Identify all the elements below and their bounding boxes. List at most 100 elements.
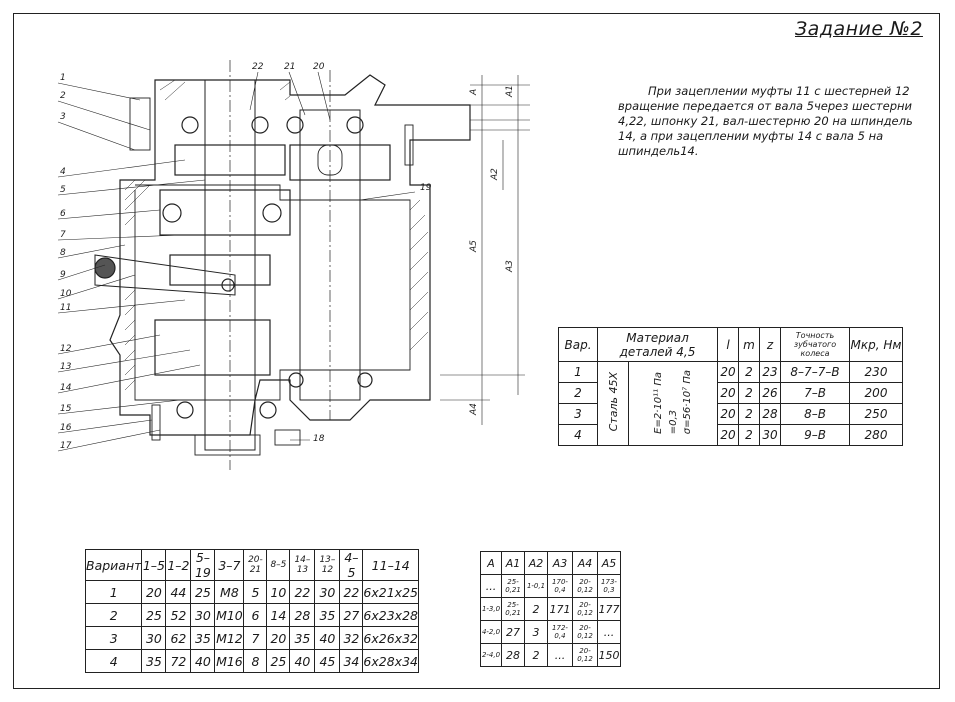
dim_table1-cell: М16 <box>214 649 245 673</box>
row3-z: 28 <box>759 403 781 425</box>
dim_table2-cell: 171 <box>547 597 573 621</box>
dim_table1-cell: 35 <box>141 649 167 673</box>
part-label-3: 3 <box>60 112 66 122</box>
dim_table1-cell: 20 <box>266 626 291 650</box>
part-label-5: 5 <box>60 185 66 195</box>
dim_table1-cell: 10 <box>266 580 291 604</box>
part-label-14: 14 <box>60 383 72 393</box>
material-props: Е=2·10¹¹ Па =0,3 σ=56·10⁷ Па <box>628 361 718 446</box>
dim_table1-cell: 8 <box>243 649 268 673</box>
dim_table1-cell: 44 <box>165 580 192 604</box>
dim_table2-cell: 1-3,0 <box>480 597 502 621</box>
dim_table1-cell: 40 <box>314 626 341 650</box>
dim_table2-cell: 20-0,12 <box>572 620 598 644</box>
part-label-11: 11 <box>60 303 71 313</box>
row1-var: 1 <box>558 361 598 383</box>
dim_table2-cell: 150 <box>597 643 621 667</box>
dim_table1-header-3: 5–19 <box>190 549 216 581</box>
row1-z: 23 <box>759 361 781 383</box>
row3-mkr: 250 <box>849 403 903 425</box>
dim_table2-cell: 27 <box>501 620 525 644</box>
header-var: Вар. <box>558 327 598 362</box>
dim_table1-cell: 32 <box>339 626 364 650</box>
part-label-8: 8 <box>60 248 66 258</box>
dim_table2-header-3: A3 <box>547 551 573 575</box>
row4-mkr: 280 <box>849 424 903 446</box>
header-m: m <box>738 327 760 362</box>
dim_table1-header-2: 1–2 <box>165 549 192 581</box>
part-label-21: 21 <box>284 62 295 72</box>
header-mkr: Мкр, Нм <box>849 327 903 362</box>
row2-l: 20 <box>717 382 739 404</box>
dim_table1-cell: 40 <box>190 649 216 673</box>
dim_table2-cell: 25-0,21 <box>501 597 525 621</box>
dim_table1-header-9: 4–5 <box>339 549 364 581</box>
dim_table2-cell: 173-0,3 <box>597 574 621 598</box>
dim_table1-cell: 72 <box>165 649 192 673</box>
dim_table1-cell: 6х23х28 <box>362 603 419 627</box>
dim_table2-cell: 20-0,12 <box>572 643 598 667</box>
part-label-2: 2 <box>60 91 66 101</box>
dim_table2-cell: 1-0,1 <box>524 574 548 598</box>
dim_table2-cell: 4-2,0 <box>480 620 502 644</box>
row2-mkr: 200 <box>849 382 903 404</box>
header-material: Материал деталей 4,5 <box>597 327 718 362</box>
dim_table1-header-7: 14–13 <box>289 549 316 581</box>
row2-m: 2 <box>738 382 760 404</box>
dim_table1-cell: 22 <box>339 580 364 604</box>
part-label-15: 15 <box>60 404 72 414</box>
part-label-12: 12 <box>60 344 72 354</box>
dim_table1-cell: 52 <box>165 603 192 627</box>
dim_table2-cell: 20-0,12 <box>572 574 598 598</box>
dim_table1-header-6: 8–5 <box>266 549 291 581</box>
dim_table1-cell: 35 <box>190 626 216 650</box>
dim-label-A3: A3 <box>505 260 515 273</box>
row1-l: 20 <box>717 361 739 383</box>
row3-var: 3 <box>558 403 598 425</box>
dim_table1-cell: 6х26х32 <box>362 626 419 650</box>
row4-var: 4 <box>558 424 598 446</box>
row4-z: 30 <box>759 424 781 446</box>
dim_table1-header-5: 20-21 <box>243 549 268 581</box>
dim_table1-cell: 34 <box>339 649 364 673</box>
dim_table1-header-8: 13–12 <box>314 549 341 581</box>
dim_table1-header-10: 11–14 <box>362 549 419 581</box>
row1-mkr: 230 <box>849 361 903 383</box>
dim_table2-cell: 2 <box>524 597 548 621</box>
dim_table2-cell: ... <box>547 643 573 667</box>
dim_table2-cell: 28 <box>501 643 525 667</box>
part-label-9: 9 <box>60 270 66 280</box>
dim_table2-cell: 172-0,4 <box>547 620 573 644</box>
dim_table1-cell: 35 <box>314 603 341 627</box>
dim_table2-cell: 2 <box>524 643 548 667</box>
dim_table1-cell: 20 <box>141 580 167 604</box>
dim_table1-cell: 27 <box>339 603 364 627</box>
row4-acc: 9–В <box>780 424 850 446</box>
dim-label-A: A <box>469 89 479 96</box>
dim_table2-cell: ... <box>597 620 621 644</box>
dim_table2-header-2: A2 <box>524 551 548 575</box>
row4-m: 2 <box>738 424 760 446</box>
row2-acc: 7–В <box>780 382 850 404</box>
part-label-4: 4 <box>60 167 66 177</box>
dim_table1-cell: 7 <box>243 626 268 650</box>
assignment-title: Задание №2 <box>795 18 923 40</box>
dim_table1-header-1: 1–5 <box>141 549 167 581</box>
material-steel: Сталь 45Х <box>597 361 629 446</box>
dim_table1-cell: 28 <box>289 603 316 627</box>
dim_table1-cell: 30 <box>141 626 167 650</box>
dim_table1-cell: М8 <box>214 580 245 604</box>
dim_table1-cell: 1 <box>84 580 143 604</box>
dim_table1-cell: 14 <box>266 603 291 627</box>
header-l: l <box>717 327 739 362</box>
dim_table2-header-4: A4 <box>572 551 598 575</box>
dim_table2-header-0: A <box>480 551 502 575</box>
part-label-20: 20 <box>313 62 325 72</box>
